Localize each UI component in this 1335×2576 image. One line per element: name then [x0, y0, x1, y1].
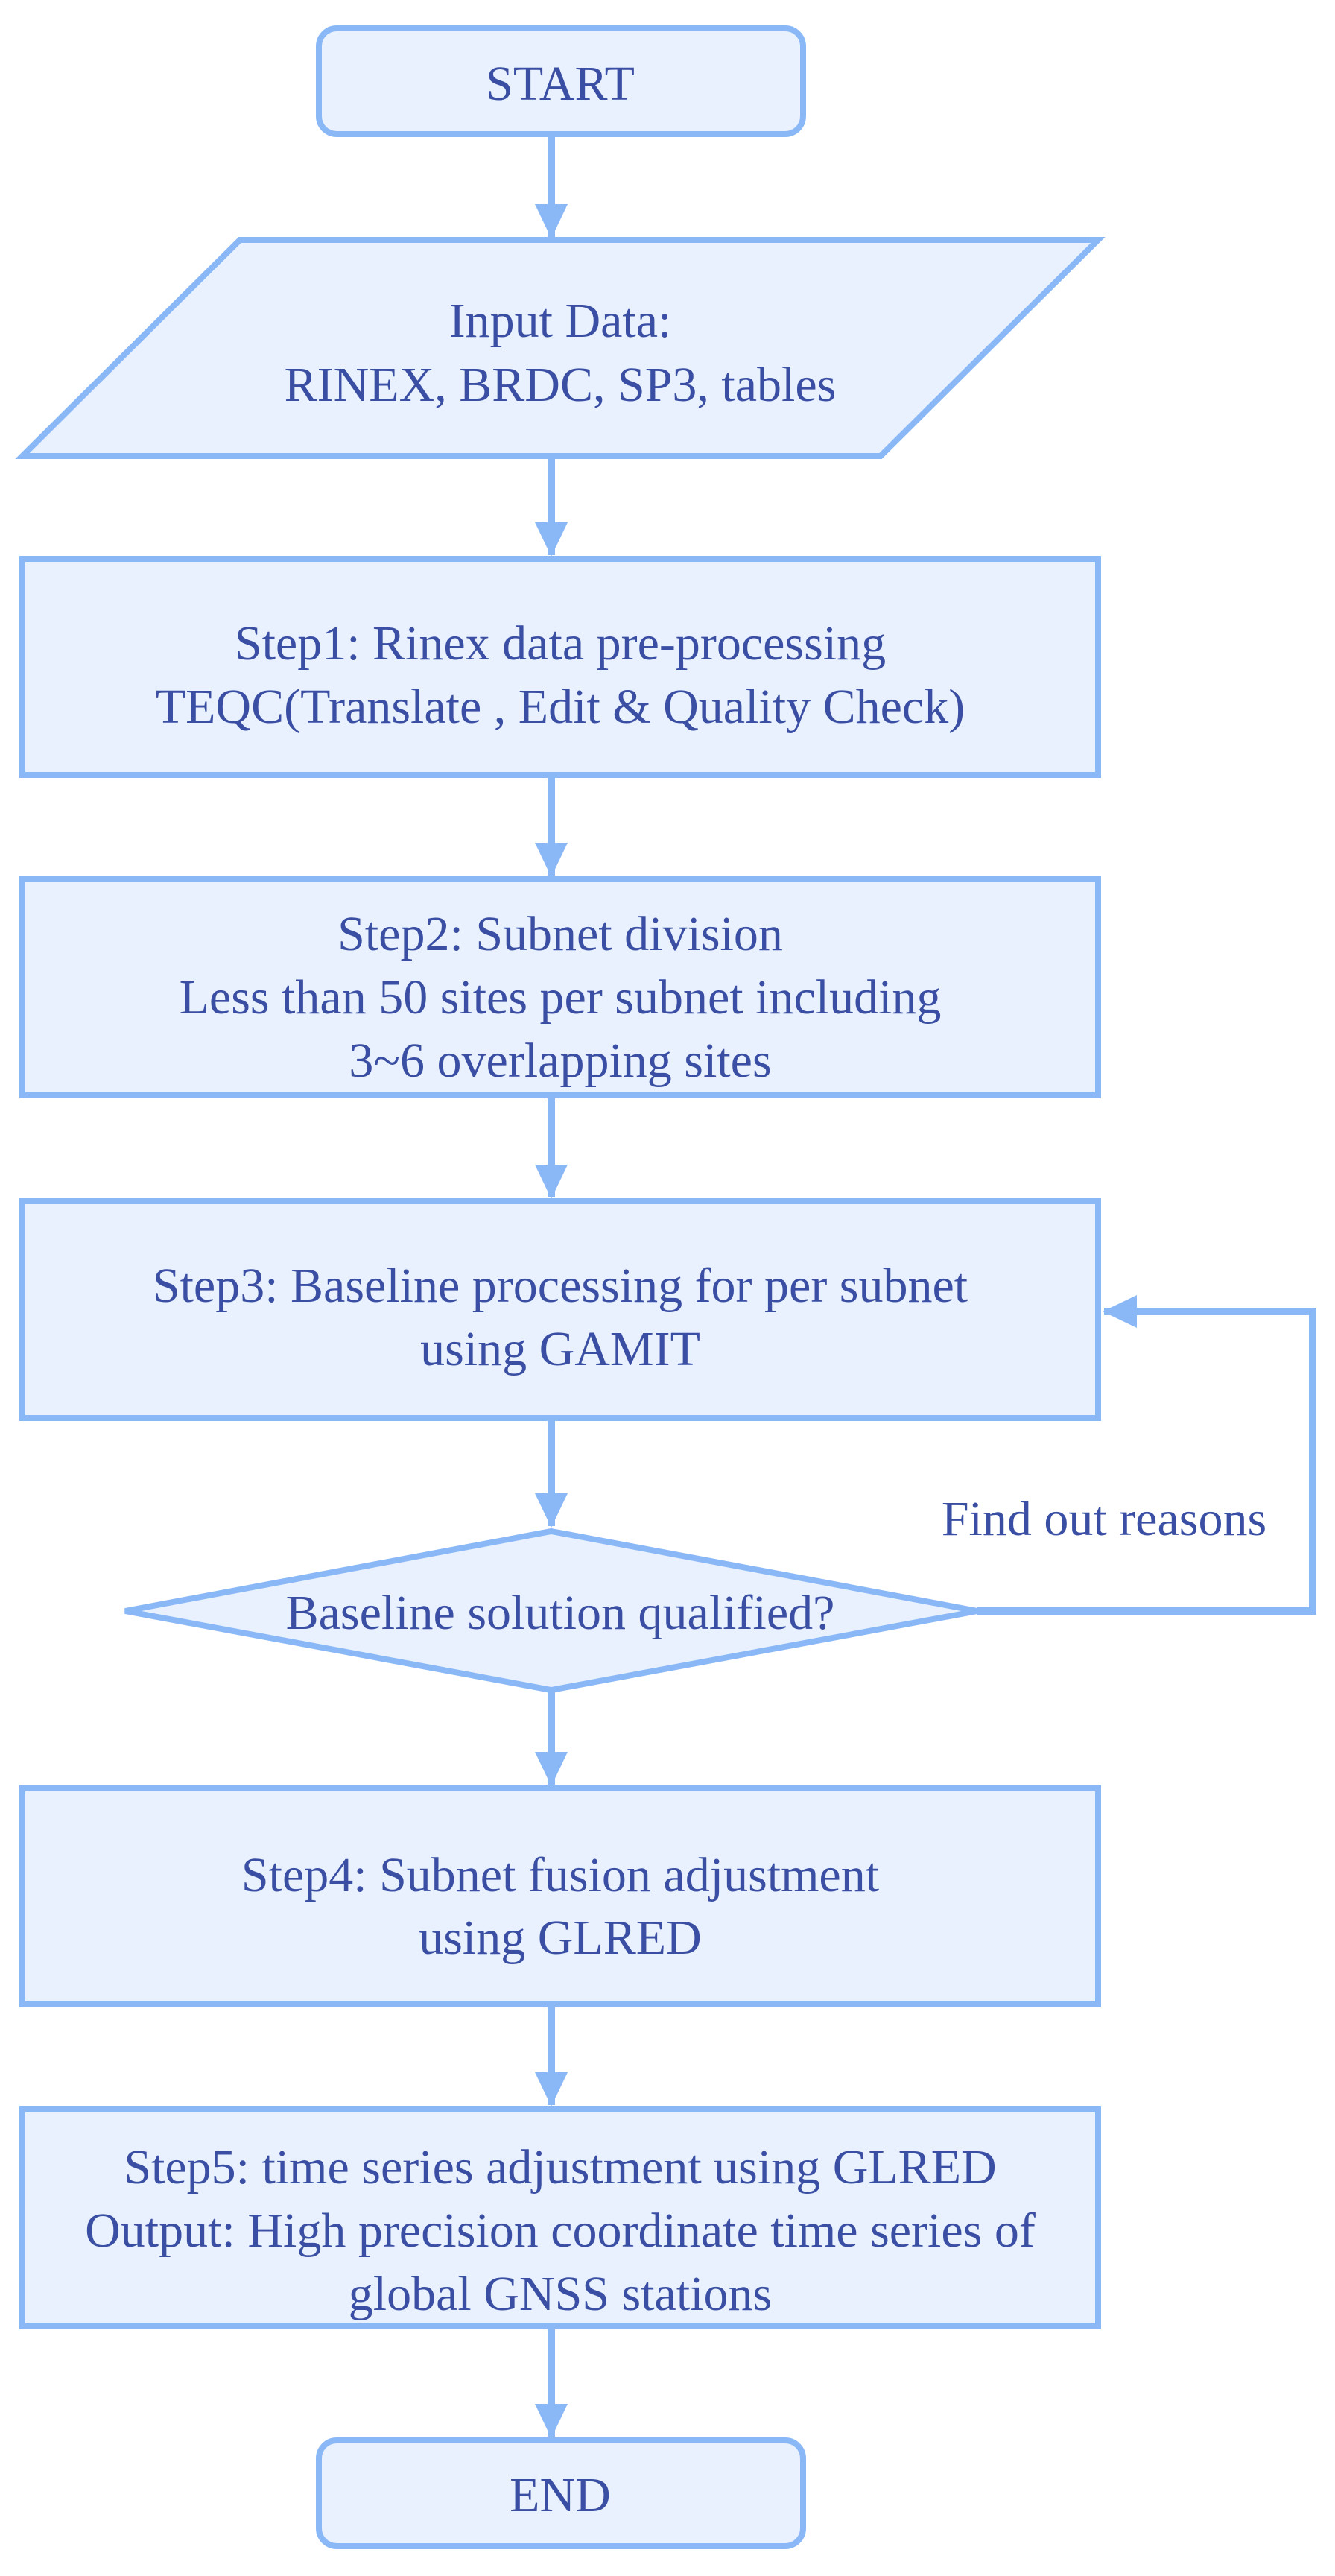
step4-label-line2: using GLRED — [419, 1911, 702, 1965]
connectors — [535, 134, 1316, 2438]
decision-diamond — [124, 1528, 978, 1694]
decision-label: Baseline solution qualified? — [286, 1586, 835, 1640]
step4-label-line1: Step4: Subnet fusion adjustment — [241, 1848, 879, 1902]
end-terminal — [316, 2437, 806, 2549]
labels: START Input Data: RINEX, BRDC, SP3, tabl… — [85, 57, 1036, 2522]
start-label: START — [486, 57, 635, 111]
input-label-line1: Input Data: — [449, 294, 672, 348]
step5-label-line2: Output: High precision coordinate time s… — [85, 2203, 1036, 2258]
shapes — [15, 25, 1106, 2549]
step2-label-line2: Less than 50 sites per subnet including — [180, 970, 942, 1025]
end-label: END — [510, 2468, 611, 2522]
start-terminal — [316, 25, 806, 137]
loop-label: Find out reasons — [942, 1492, 1266, 1546]
step5-label-line3: global GNSS stations — [349, 2267, 772, 2321]
step2-label-line3: 3~6 overlapping sites — [349, 1034, 771, 1088]
step1-label-line1: Step1: Rinex data pre-processing — [235, 616, 886, 671]
arrow-loop-back — [977, 1295, 1316, 1615]
step2-label-line1: Step2: Subnet division — [337, 907, 783, 961]
step3-box — [19, 1198, 1101, 1421]
step1-label-line2: TEQC(Translate , Edit & Quality Check) — [156, 680, 965, 734]
step3-label-line2: using GAMIT — [420, 1322, 700, 1376]
step5-label-line1: Step5: time series adjustment using GLRE… — [124, 2140, 996, 2194]
input-data-parallelogram — [15, 237, 1106, 459]
step4-box — [19, 1785, 1101, 2007]
input-label-line2: RINEX, BRDC, SP3, tables — [285, 358, 837, 412]
step3-label-line1: Step3: Baseline processing for per subne… — [153, 1259, 968, 1313]
step2-box — [19, 876, 1101, 1098]
step1-box — [19, 556, 1101, 778]
step5-box — [19, 2106, 1101, 2329]
